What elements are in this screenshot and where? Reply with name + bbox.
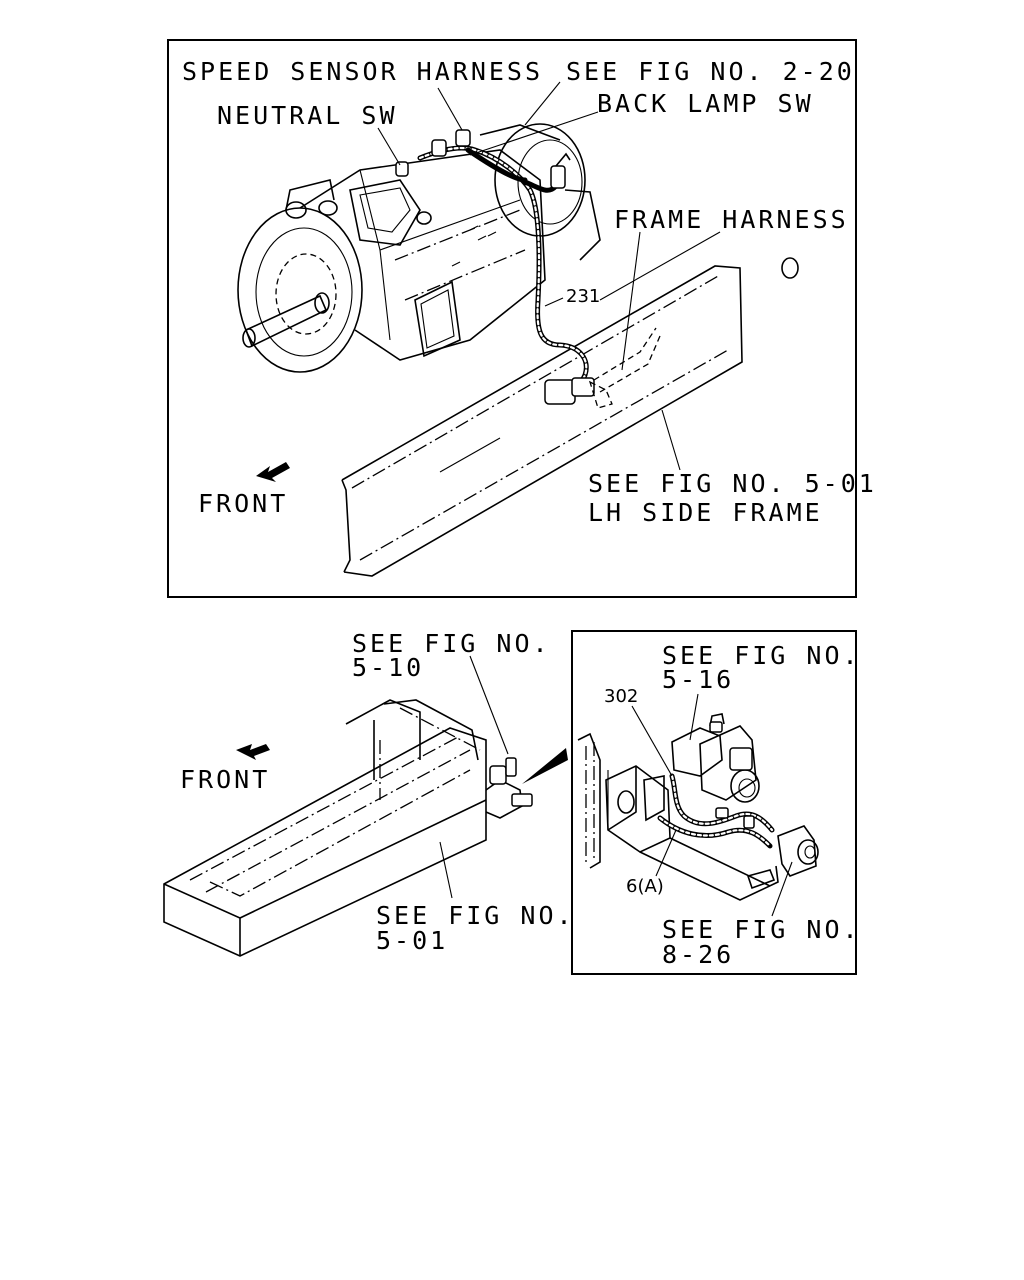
frame-harness-leader xyxy=(621,231,641,371)
see-fig-5-01-bottom-label: SEE FIG NO. xyxy=(376,901,575,930)
top-panel-border xyxy=(167,39,857,598)
front-arrow-icon xyxy=(256,462,290,482)
front-label-bottom: FRONT xyxy=(180,765,270,794)
fig-5-01-bottom-leader xyxy=(439,841,453,899)
back-lamp-sw-label: BACK LAMP SW xyxy=(597,89,814,118)
transmission-drawing xyxy=(237,123,799,373)
fig-5-01-leader xyxy=(661,409,681,471)
front-label-top: FRONT xyxy=(198,489,288,518)
see-fig-5-16-label: SEE FIG NO. xyxy=(662,641,861,670)
neutral-sw-leader xyxy=(377,127,401,166)
neutral-sw-label: NEUTRAL SW xyxy=(217,101,398,130)
see-fig-5-01-label: SEE FIG NO. 5-01 xyxy=(588,469,877,498)
front-arrow-icon xyxy=(236,744,270,760)
detail-panel-border xyxy=(571,630,857,975)
part-231-leader xyxy=(544,297,564,307)
lh-side-frame-label: LH SIDE FRAME xyxy=(588,498,823,527)
fig-5-10-number: 5-10 xyxy=(352,653,424,682)
part-6a-leader xyxy=(655,829,677,877)
bottom-left-view: SEE FIG NO. 5-10 FRONT SEE FIG NO. 5-01 xyxy=(163,629,575,957)
fig-5-01-bottom-number: 5-01 xyxy=(376,926,448,955)
frame-harness-label: FRAME HARNESS xyxy=(614,205,849,234)
fig-5-16-number: 5-16 xyxy=(662,665,734,694)
fig-5-10-leader xyxy=(469,655,509,755)
fig-8-26-leader xyxy=(771,861,793,917)
see-fig-2-20-label: SEE FIG NO. 2-20 xyxy=(566,57,855,86)
speed-sensor-leader xyxy=(437,87,463,131)
fig-5-16-leader xyxy=(689,693,699,741)
fig-2-20-leader xyxy=(524,81,561,126)
bottom-right-panel: SEE FIG NO. 5-16 302 6(A) SEE FIG NO. 8-… xyxy=(571,630,861,975)
part-302-leader xyxy=(631,705,673,777)
top-panel: SPEED SENSOR HARNESS SEE FIG NO. 2-20 BA… xyxy=(167,39,877,598)
part-302-label: 302 xyxy=(604,686,638,707)
part-231-label: 231 xyxy=(566,286,600,307)
back-lamp-leader xyxy=(469,111,599,156)
part-6a-label: 6(A) xyxy=(626,876,664,897)
lh-side-frame-drawing xyxy=(341,231,743,577)
see-fig-5-10-label: SEE FIG NO. xyxy=(352,629,551,658)
speed-sensor-harness-label: SPEED SENSOR HARNESS xyxy=(182,57,543,86)
see-fig-8-26-label: SEE FIG NO. xyxy=(662,915,861,944)
harness-231-drawing xyxy=(395,129,661,409)
fig-8-26-number: 8-26 xyxy=(662,940,734,969)
